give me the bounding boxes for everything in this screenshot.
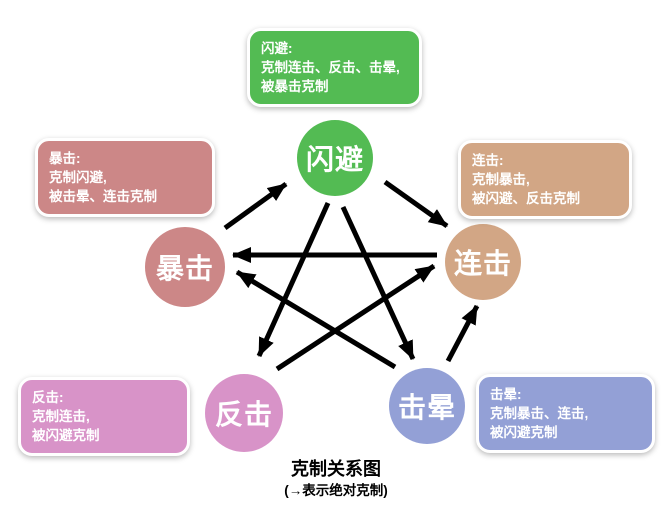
- diagram-title: 克制关系图: [291, 459, 381, 479]
- arrow-dodge-to-stun: [340, 205, 416, 361]
- info-box-counter: 反击: 克制连击, 被闪避克制: [18, 377, 190, 456]
- node-dodge: 闪避: [297, 120, 373, 196]
- info-box-line: 被闪避克制: [490, 425, 558, 440]
- info-box-line: 连击:: [472, 153, 504, 168]
- info-box-line: 克制暴击,: [472, 172, 530, 187]
- arrow-dodge-to-combo: [383, 179, 449, 229]
- info-box-line: 暴击:: [49, 151, 81, 166]
- node-crit: 暴击: [145, 227, 225, 307]
- info-box-line: 反击:: [32, 390, 64, 405]
- node-combo: 连击: [445, 224, 521, 300]
- info-box-line: 克制连击,: [32, 409, 90, 424]
- arrow-dodge-to-counter: [256, 201, 331, 358]
- info-box-line: 被闪避、反击克制: [472, 191, 580, 206]
- info-box-line: 击晕:: [490, 387, 522, 402]
- info-box-line: 克制连击、反击、击晕,: [261, 60, 400, 75]
- info-box-dodge: 闪避: 克制连击、反击、击晕, 被暴击克制: [247, 28, 422, 107]
- node-stun: 击晕: [389, 368, 465, 444]
- arrow-crit-to-dodge: [223, 181, 288, 231]
- info-box-line: 克制暴击、连击,: [490, 406, 589, 421]
- info-box-combo: 连击: 克制暴击, 被闪避、反击克制: [458, 140, 632, 219]
- info-box-line: 克制闪避,: [49, 170, 107, 185]
- arrow-stun-to-combo: [445, 304, 480, 363]
- info-box-line: 被击晕、连击克制: [49, 189, 157, 204]
- info-box-line: 被闪避克制: [32, 428, 100, 443]
- info-box-line: 被暴击克制: [261, 79, 329, 94]
- info-box-stun: 击晕: 克制暴击、连击, 被闪避克制: [476, 374, 655, 453]
- caption: 克制关系图 (→表示绝对克制): [284, 457, 388, 500]
- arrow-stun-to-crit: [235, 269, 397, 370]
- diagram-subtitle: (→表示绝对克制): [284, 483, 388, 498]
- info-box-line: 闪避:: [261, 41, 293, 56]
- arrow-counter-to-combo: [275, 263, 436, 372]
- node-counter: 反击: [205, 374, 283, 452]
- info-box-crit: 暴击: 克制闪避, 被击晕、连击克制: [35, 138, 215, 217]
